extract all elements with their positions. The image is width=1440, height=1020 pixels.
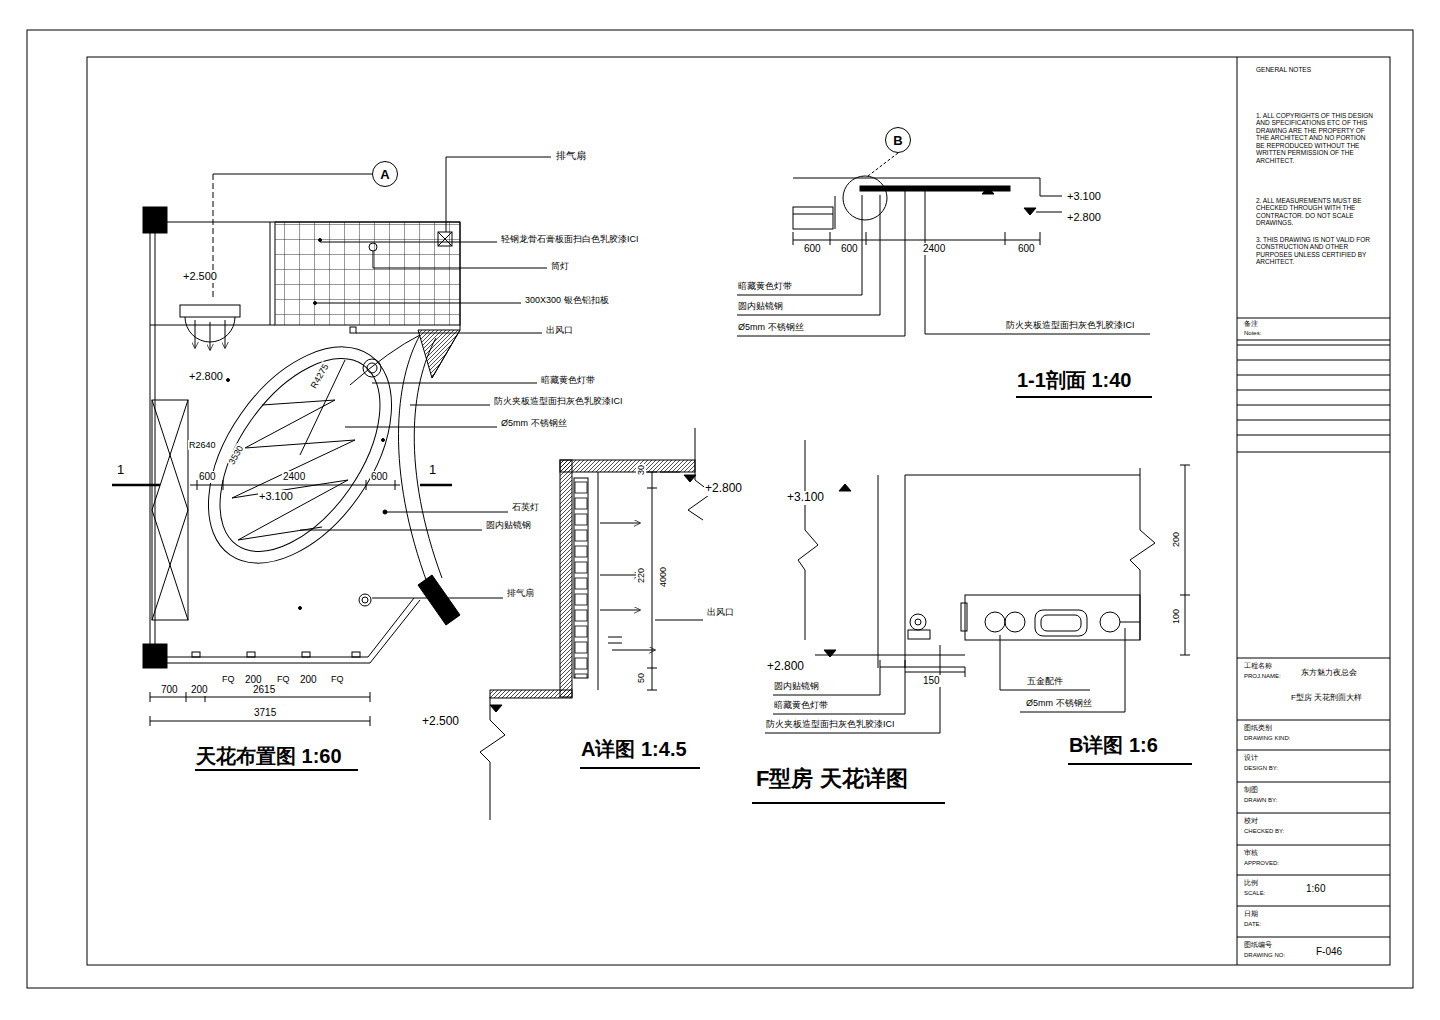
title-block-text: 备注 (1243, 320, 1259, 328)
dimension-text: 2400 (282, 471, 306, 483)
callout-text: 圆内贴镜钢 (485, 520, 532, 530)
dimension-text: 200 (190, 684, 209, 696)
callout-text: 筒灯 (550, 261, 570, 271)
elevation-mark: +2.800 (704, 482, 743, 496)
dimension-text: 100 (1171, 608, 1181, 625)
callout-text: 五金配件 (1026, 676, 1064, 686)
callout-text: 300X300 银色铝扣板 (524, 295, 610, 305)
title-block-text: F型房 天花剖面大样 (1290, 693, 1363, 702)
dimension-text: 2615 (252, 684, 276, 696)
elevation-mark: +2.800 (766, 660, 805, 674)
dimension-text: 200 (299, 674, 318, 686)
dimension-text: 700 (160, 684, 179, 696)
dimension-text: 3530 (226, 443, 246, 467)
title-block-text: 设计 (1243, 754, 1259, 762)
section-bubble: B (885, 127, 911, 153)
dimension-text: 600 (1017, 243, 1036, 255)
view-title: A详图 1:4.5 (580, 738, 688, 761)
callout-text: Ø5mm 不锈钢丝 (500, 418, 568, 428)
callout-text: Ø5mm 不锈钢丝 (1025, 698, 1093, 708)
view-title: 1-1剖面 1:40 (1016, 369, 1133, 392)
sheet-title: F型房 天花详图 (755, 766, 909, 791)
callout-text: 石英灯 (511, 502, 540, 512)
dimension-text: 4000 (658, 566, 668, 588)
title-block-text: APPROVED: (1243, 860, 1280, 867)
dimension-text: 2400 (922, 243, 946, 255)
title-block-text: DRAWING KIND: (1243, 735, 1291, 742)
elevation-mark: +2.800 (1066, 211, 1102, 224)
callout-text: Ø5mm 不锈钢丝 (737, 322, 805, 332)
dimension-text: R2640 (188, 440, 217, 450)
dimension-text: 50 (636, 672, 646, 684)
title-block-text: 校对 (1243, 817, 1259, 825)
callout-text: 排气扇 (555, 150, 587, 162)
dimension-text: 200 (1171, 531, 1181, 548)
dimension-text: 1 (116, 463, 125, 478)
callout-text: 圆内贴镜钢 (737, 301, 784, 311)
dimension-text: 3715 (253, 707, 277, 719)
elevation-mark: +2.500 (421, 715, 460, 729)
elevation-mark: +3.100 (786, 491, 825, 505)
title-block-text: CHECKED BY: (1243, 828, 1285, 835)
general-note: 1. ALL COPYRIGHTS OF THIS DESIGN AND SPE… (1255, 112, 1375, 164)
title-block-text: 图纸编号 (1243, 941, 1273, 949)
callout-text: 防火夹板造型面扫灰色乳胶漆ICI (1005, 320, 1136, 330)
dimension-text: 30 (636, 464, 646, 476)
general-note: 2. ALL MEASUREMENTS MUST BE CHECKED THRO… (1255, 197, 1375, 227)
title-block-text: Notes: (1243, 330, 1262, 337)
section-bubble: A (372, 161, 398, 187)
title-block-text: DRAWING NO: (1243, 952, 1286, 959)
title-block-text: DRAWN BY: (1243, 797, 1278, 804)
callout-text: 出风口 (545, 325, 574, 335)
bubble-letter: A (380, 168, 389, 181)
general-note: GENERAL NOTES (1255, 66, 1312, 73)
dimension-text: 150 (922, 675, 941, 687)
title-block-text: DATE: (1243, 921, 1262, 928)
callout-text: 圆内贴镜钢 (773, 681, 820, 691)
elevation-mark: +2.800 (188, 370, 224, 383)
view-title: B详图 1:6 (1068, 734, 1159, 757)
dimension-text: FQ (221, 674, 236, 684)
callout-text: 排气扇 (506, 588, 535, 598)
title-block-text: 东方魅力夜总会 (1300, 668, 1358, 677)
callout-text: 防火夹板造型面扫灰色乳胶漆ICI (765, 719, 896, 729)
dimension-text: 600 (198, 471, 217, 483)
dimension-text: 600 (370, 471, 389, 483)
dimension-text: FQ (276, 674, 291, 684)
callout-text: 出风口 (706, 607, 735, 617)
elevation-mark: +2.500 (182, 270, 218, 283)
callout-text: 防火夹板造型面扫灰色乳胶漆ICI (493, 396, 624, 406)
title-block-text: 日期 (1243, 910, 1259, 918)
dimension-text: 220 (636, 567, 646, 584)
callout-text: 轻钢龙骨石膏板面扫白色乳胶漆ICI (500, 234, 640, 244)
dimension-text: 600 (840, 243, 859, 255)
callout-text: 暗藏黄色灯带 (737, 281, 793, 291)
title-block-text: 图纸类别 (1243, 724, 1273, 732)
title-block-text: PROJ.NAME: (1243, 673, 1282, 680)
title-block-text: SCALE: (1243, 890, 1266, 897)
general-note: 3. THIS DRAWING IS NOT VALID FOR CONSTRU… (1255, 236, 1375, 266)
title-block-text: 1:60 (1305, 883, 1326, 895)
view-title: 天花布置图 1:60 (195, 745, 343, 768)
dimension-text: 600 (803, 243, 822, 255)
title-block-text: 比例 (1243, 879, 1259, 887)
dimension-text: FQ (330, 674, 345, 684)
title-block-text: 审核 (1243, 849, 1259, 857)
title-block-text: 制图 (1243, 786, 1259, 794)
bubble-letter: B (893, 134, 902, 147)
title-block-text: DESIGN BY: (1243, 765, 1279, 772)
title-block-text: 工程名称 (1243, 662, 1273, 670)
dimension-text: 1 (428, 463, 437, 478)
elevation-mark: +3.100 (1066, 190, 1102, 203)
title-block-text: F-046 (1315, 946, 1343, 958)
elevation-mark: +3.100 (258, 490, 294, 503)
callout-text: 暗藏黄色灯带 (540, 375, 596, 385)
callout-text: 暗藏黄色灯带 (773, 700, 829, 710)
